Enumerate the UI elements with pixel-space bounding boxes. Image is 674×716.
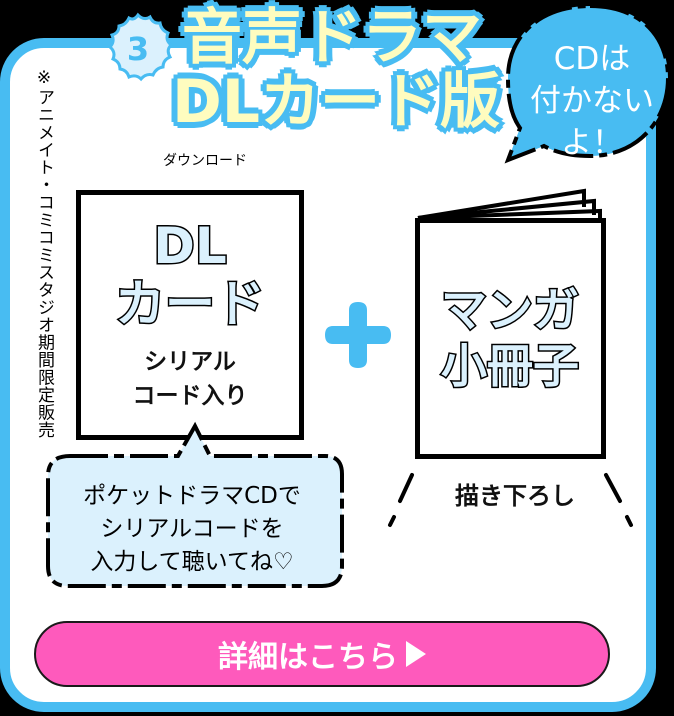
instruction-text: ポケットドラマCDで シリアルコードを 入力して聴いてね♡ (42, 480, 342, 579)
details-button[interactable]: 詳細はこちら (34, 621, 610, 687)
manga-booklet-title: マンガ 小冊子 (415, 282, 605, 395)
page-title: 音声ドラマ DLカード版 (171, 3, 502, 137)
dl-card-title: DL カード (81, 216, 299, 335)
section-number: 3 (126, 30, 150, 68)
manga-caption: 描き下ろし (455, 482, 575, 510)
download-ruby: ダウンロード (163, 153, 247, 169)
cd-note-line-3: よ！ (561, 125, 623, 161)
dl-card-title-line-2: カード (114, 274, 267, 335)
dl-card-title-line-1: DL (152, 216, 228, 277)
details-button-label: 詳細はこちら (218, 640, 398, 675)
instruction-line-1: ポケットドラマCDで (83, 483, 301, 509)
title-line-1: 音声ドラマ (181, 3, 484, 73)
instruction-line-3: 入力して聴いてね♡ (90, 549, 294, 575)
cd-note: CDは 付かない よ！ (528, 38, 656, 164)
manga-title-line-2: 小冊子 (440, 338, 581, 395)
dl-card-subtitle: シリアル コード入り (81, 345, 299, 413)
play-arrow-icon (406, 641, 426, 667)
cd-speech-bubble-icon (504, 3, 671, 164)
plus-icon (325, 302, 391, 368)
instruction-line-2: シリアルコードを (100, 516, 284, 542)
scalloped-badge-icon (107, 12, 174, 82)
cd-note-line-1: CDは (553, 41, 631, 77)
emphasis-lines-icon (388, 473, 633, 527)
cd-note-line-2: 付かない (530, 83, 654, 119)
dl-card-sub-line-1: シリアル (144, 349, 236, 375)
section-number-badge: 3 (101, 12, 175, 86)
manga-title-line-1: マンガ (440, 282, 581, 339)
instruction-speech-bubble-icon (46, 421, 344, 588)
dl-card-illustration: DL カード シリアル コード入り (76, 190, 304, 440)
title-line-2: DLカード版 (171, 67, 502, 137)
manga-booklet-icon (415, 188, 606, 459)
availability-note: ※アニメイト・コミコミスタジオ期間限定販売 (34, 68, 54, 439)
dl-card-sub-line-2: コード入り (132, 383, 248, 409)
